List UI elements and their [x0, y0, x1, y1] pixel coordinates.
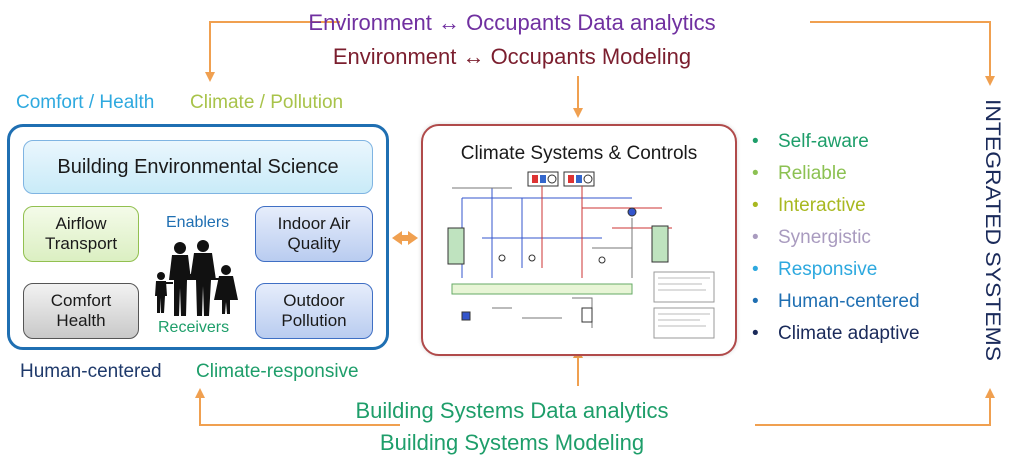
feature-label: Reliable [778, 163, 847, 184]
outdoor-line2: Pollution [281, 311, 347, 330]
feature-climate-adaptive: • Climate adaptive [752, 323, 920, 345]
arrow-bottom-right [755, 388, 995, 426]
feature-bullet: • [752, 195, 759, 216]
feature-bullet: • [752, 259, 759, 280]
outdoor-pollution-box: Outdoor Pollution [255, 283, 373, 339]
arrow-bottom-left [195, 388, 400, 426]
hvac-schematic-diagram [447, 171, 715, 339]
building-environmental-science-box: Building Environmental Science [23, 140, 373, 194]
label-climate-responsive: Climate-responsive [196, 361, 359, 382]
feature-responsive: • Responsive [752, 259, 877, 281]
label-human-centered: Human-centered [20, 361, 162, 382]
arrow-top-right [810, 21, 995, 86]
feature-synergistic: • Synergistic [752, 227, 871, 249]
comfort-line1: Comfort [50, 290, 112, 310]
feature-label: Responsive [778, 259, 878, 280]
double-arrow-left-center [392, 231, 418, 245]
label-comfort-health: Comfort / Health [16, 92, 155, 113]
comfort-health-box: Comfort Health [23, 283, 139, 339]
indoor-air-quality-box: Indoor Air Quality [255, 206, 373, 262]
iaq-line1: Indoor Air [277, 213, 351, 233]
airflow-transport-box: Airflow Transport [23, 206, 139, 262]
top-title-modeling: Environment ↔ Occupants Modeling [332, 44, 692, 69]
feature-interactive: • Interactive [752, 195, 866, 217]
arrow-top-left [205, 21, 340, 82]
center-panel-title: Climate Systems & Controls [460, 143, 698, 164]
integrated-systems-title: INTEGRATED SYSTEMS [981, 99, 1004, 361]
feature-label: Climate adaptive [778, 323, 920, 344]
airflow-line2: Transport [44, 234, 118, 253]
feature-bullet: • [752, 323, 759, 344]
outdoor-line1: Outdoor [283, 290, 345, 310]
climate-systems-controls-panel [421, 124, 737, 356]
feature-human-centered: • Human-centered [752, 291, 920, 313]
feature-bullet: • [752, 131, 759, 152]
top-title-data-analytics: Environment ↔ Occupants Data analytics [308, 10, 716, 35]
label-receivers: Receivers [158, 319, 230, 336]
bottom-title-data-analytics: Building Systems Data analytics [355, 398, 669, 423]
bottom-title-modeling: Building Systems Modeling [379, 430, 645, 455]
integrated-systems-text: INTEGRATED SYSTEMS [981, 99, 1004, 361]
feature-bullet: • [752, 291, 759, 312]
feature-label: Human-centered [778, 291, 920, 312]
feature-self-aware: • Self-aware [752, 131, 869, 153]
feature-label: Self-aware [778, 131, 869, 152]
feature-bullet: • [752, 163, 759, 184]
feature-label: Interactive [778, 195, 866, 216]
airflow-line1: Airflow [55, 213, 107, 233]
feature-bullet: • [752, 227, 759, 248]
iaq-line2: Quality [287, 234, 341, 253]
feature-label: Synergistic [778, 227, 871, 248]
family-silhouette-icon [155, 240, 238, 316]
label-climate-pollution: Climate / Pollution [190, 92, 344, 113]
comfort-line2: Health [56, 311, 106, 330]
feature-reliable: • Reliable [752, 163, 847, 185]
label-enablers: Enablers [166, 214, 230, 231]
